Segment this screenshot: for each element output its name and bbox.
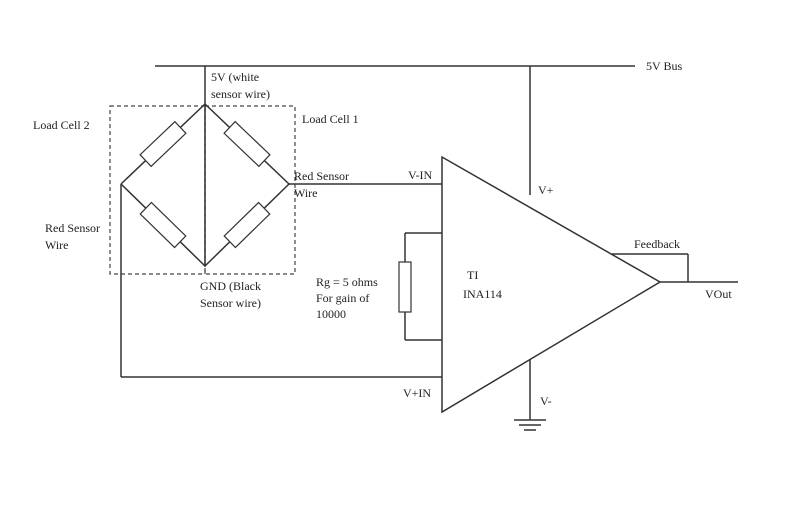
bridge-resistor-bottom-left (139, 201, 187, 249)
amp-label-line1: TI (467, 268, 478, 282)
amp-label-line2: INA114 (463, 287, 502, 301)
rg-resistor (398, 261, 412, 313)
feedback-label: Feedback (634, 237, 680, 251)
load-cell-2-box (109, 105, 206, 275)
load-cell-2-label: Load Cell 2 (33, 118, 90, 132)
rg-label-line2: For gain of (316, 291, 369, 305)
bridge-resistor-bottom-right (223, 201, 271, 249)
bridge-resistor-top-right (223, 120, 271, 168)
gnd-label-line1: GND (Black (200, 279, 261, 293)
red-sensor-right-label-line1: Red Sensor (294, 169, 349, 183)
five-v-label-line2: sensor wire) (211, 87, 270, 101)
load-cell-1-box (204, 105, 296, 275)
bridge-resistor-top-left (139, 120, 187, 168)
red-sensor-left-label-line1: Red Sensor (45, 221, 100, 235)
gnd-label-line2: Sensor wire) (200, 296, 261, 310)
v-plus-in-label: V+IN (403, 386, 431, 400)
v-minus-in-label: V-IN (408, 168, 433, 182)
red-sensor-left-label-line2: Wire (45, 238, 69, 252)
ground-symbol (514, 419, 546, 431)
bus-label: 5V Bus (646, 59, 682, 73)
ina114-amplifier (441, 155, 662, 414)
five-v-label-line1: 5V (white (211, 70, 259, 84)
v-minus-label: V- (540, 394, 552, 408)
load-cell-1-label: Load Cell 1 (302, 112, 359, 126)
red-sensor-right-label-line2: Wire (294, 186, 318, 200)
v-plus-label: V+ (538, 183, 554, 197)
rg-label-line3: 10000 (316, 307, 346, 321)
rg-label-line1: Rg = 5 ohms (316, 275, 378, 289)
vout-label: VOut (705, 287, 732, 301)
